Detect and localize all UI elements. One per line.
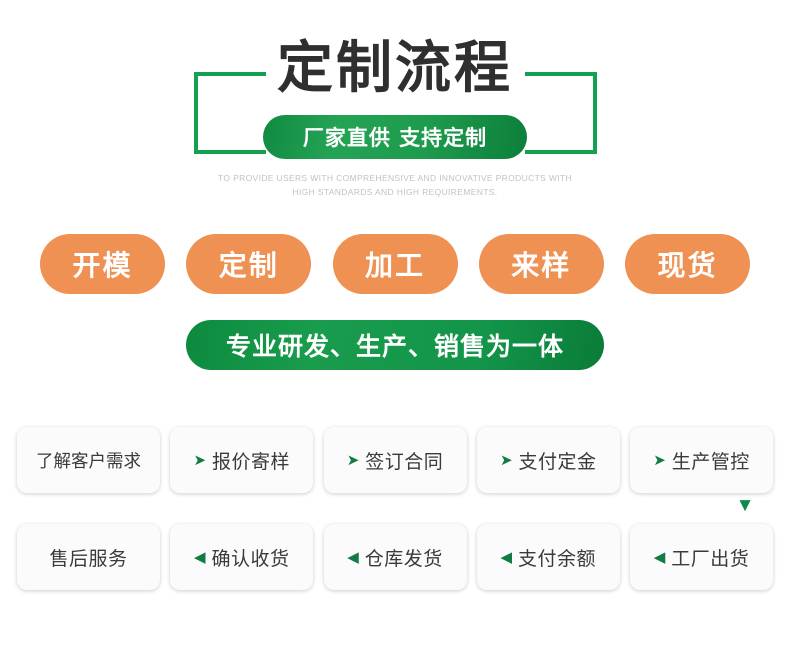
flow-row-2: 售后服务 ◀ 确认收货 ◀ 仓库发货 ◀ 支付余额 ◀ 工厂出货: [17, 524, 773, 590]
keyword-pill-row: 开模 定制 加工 来样 现货: [40, 233, 750, 295]
arrow-down-icon: ▼: [735, 495, 755, 516]
arrow-right-icon: ➤: [193, 451, 207, 469]
flow-step-label: 售后服务: [49, 547, 128, 570]
english-tagline: TO PROVIDE USERS WITH COMPREHENSIVE AND …: [218, 173, 572, 197]
flow-step-r2-4[interactable]: ◀ 工厂出货: [630, 524, 773, 590]
flow-step-r2-0[interactable]: 售后服务: [17, 524, 160, 590]
flow-step-r1-1[interactable]: ➤ 报价寄样: [170, 427, 314, 493]
arrow-right-icon: ➤: [499, 451, 513, 469]
flow-step-r2-1[interactable]: ◀ 确认收货: [170, 524, 314, 590]
keyword-pill-2[interactable]: 加工: [332, 234, 458, 294]
arrow-left-icon: ◀: [193, 548, 206, 566]
flow-step-label: 工厂出货: [671, 547, 750, 570]
flow-step-r2-2[interactable]: ◀ 仓库发货: [323, 524, 467, 590]
arrow-left-icon: ◀: [347, 548, 359, 566]
header-section: 定制流程 厂家直供 支持定制 TO PROVIDE USERS WITH COM…: [0, 0, 790, 210]
keyword-pill-1[interactable]: 定制: [186, 234, 312, 294]
keyword-pill-3[interactable]: 来样: [478, 234, 604, 294]
arrow-right-icon: ➤: [653, 451, 666, 469]
flow-step-r1-2[interactable]: ➤ 签订合同: [323, 427, 467, 493]
flow-step-r1-0[interactable]: 了解客户需求: [17, 427, 160, 493]
flow-step-label: 支付定金: [518, 450, 597, 473]
arrow-left-icon: ◀: [653, 548, 666, 566]
flow-row-1: 了解客户需求 ➤ 报价寄样 ➤ 签订合同 ➤ 支付定金 ➤ 生产管控: [17, 427, 773, 493]
page-title: 定制流程: [277, 36, 513, 101]
keyword-pill-4[interactable]: 现货: [625, 234, 750, 294]
arrow-right-icon: ➤: [346, 451, 360, 469]
flow-step-label: 报价寄样: [212, 450, 291, 473]
subtitle-pill-label: 厂家直供 支持定制: [302, 126, 488, 150]
flow-step-label: 签订合同: [365, 450, 444, 473]
slogan-banner: 专业研发、生产、销售为一体: [186, 320, 604, 370]
bracket-right-icon: [525, 72, 597, 154]
flow-step-r2-3[interactable]: ◀ 支付余额: [476, 524, 620, 590]
slogan-banner-label: 专业研发、生产、销售为一体: [225, 332, 564, 361]
flow-step-label: 支付余额: [518, 547, 597, 570]
subtitle-pill: 厂家直供 支持定制: [263, 115, 527, 159]
flow-step-label: 仓库发货: [364, 547, 443, 570]
bracket-left-icon: [194, 72, 266, 154]
flow-step-r1-4[interactable]: ➤ 生产管控: [630, 427, 773, 493]
keyword-pill-0[interactable]: 开模: [40, 234, 165, 294]
flow-step-label: 确认收货: [211, 547, 290, 570]
arrow-left-icon: ◀: [500, 548, 513, 566]
flow-step-label: 了解客户需求: [36, 451, 141, 472]
flow-step-r1-3[interactable]: ➤ 支付定金: [476, 427, 620, 493]
flow-step-label: 生产管控: [671, 450, 750, 473]
